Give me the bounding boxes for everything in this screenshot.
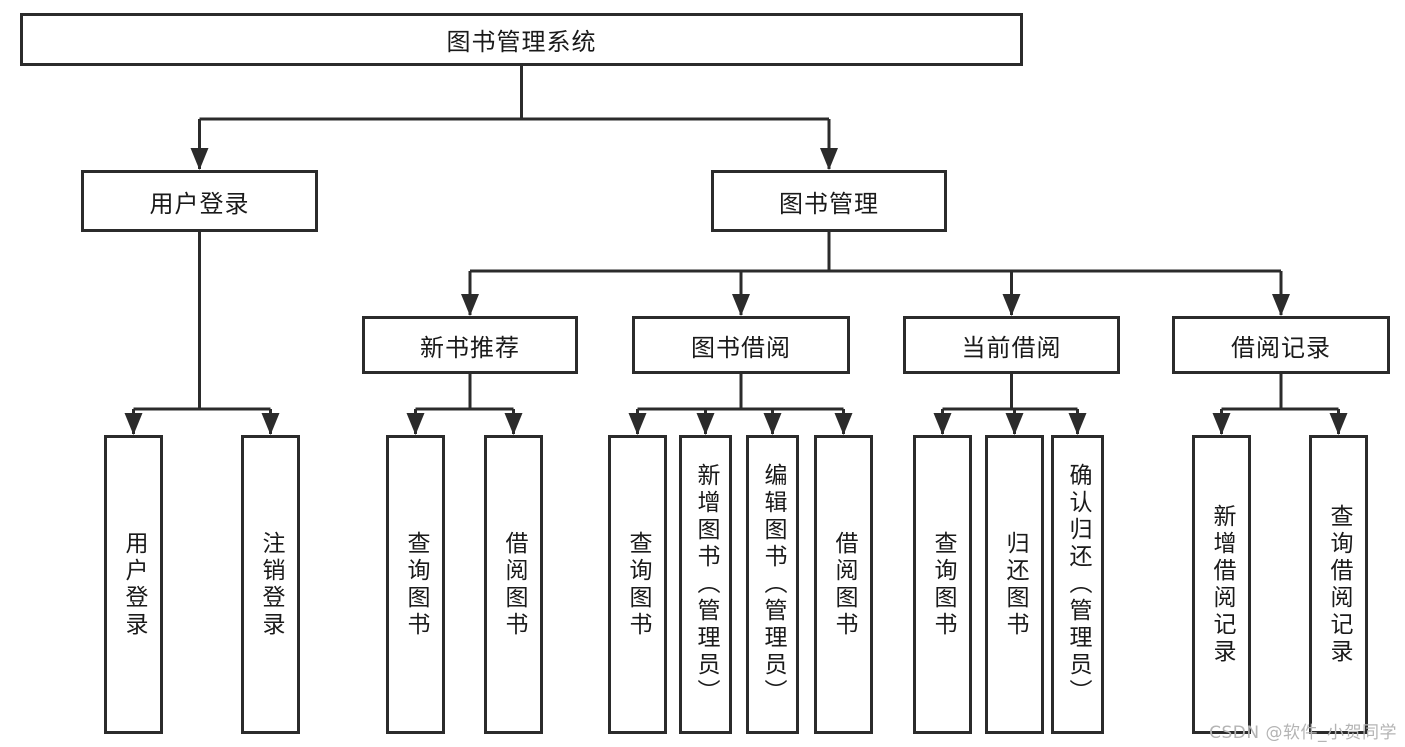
- node-box-leaf-edit-book[interactable]: [746, 435, 799, 734]
- node-box-borrow-record[interactable]: [1172, 316, 1390, 374]
- node-box-root[interactable]: [20, 13, 1023, 66]
- arrow-head-icon: [124, 413, 143, 435]
- watermark-text: CSDN @软件_小贺同学: [1209, 723, 1397, 743]
- arrow-head-icon: [628, 413, 647, 435]
- arrow-head-icon: [834, 413, 853, 435]
- node-box-leaf-query-book-2[interactable]: [608, 435, 667, 734]
- boxes-layer: [20, 13, 1390, 734]
- arrow-head-icon: [190, 148, 209, 170]
- node-box-user-login[interactable]: [81, 170, 318, 232]
- arrow-head-icon: [1068, 413, 1087, 435]
- node-box-leaf-logout[interactable]: [241, 435, 300, 734]
- node-box-book-borrow[interactable]: [632, 316, 850, 374]
- connectors-layer: [124, 66, 1348, 435]
- arrow-head-icon: [461, 294, 479, 316]
- arrow-head-icon: [1005, 413, 1024, 435]
- arrow-head-icon: [406, 413, 425, 435]
- arrow-head-icon: [1329, 413, 1348, 435]
- node-box-book-manage[interactable]: [711, 170, 947, 232]
- node-box-leaf-user-login[interactable]: [104, 435, 163, 734]
- arrow-head-icon: [1002, 294, 1021, 316]
- node-box-leaf-query-book-3[interactable]: [913, 435, 972, 734]
- node-box-leaf-add-book[interactable]: [679, 435, 732, 734]
- arrow-head-icon: [820, 148, 838, 170]
- node-box-leaf-borrow-book-1[interactable]: [484, 435, 543, 734]
- node-box-leaf-query-record[interactable]: [1309, 435, 1368, 734]
- node-box-leaf-borrow-book-2[interactable]: [814, 435, 873, 734]
- node-box-leaf-add-record[interactable]: [1192, 435, 1251, 734]
- arrow-head-icon: [1212, 413, 1231, 435]
- arrow-head-icon: [696, 413, 715, 435]
- arrow-head-icon: [933, 413, 952, 435]
- node-box-leaf-query-book-1[interactable]: [386, 435, 445, 734]
- arrow-head-icon: [261, 413, 280, 435]
- arrow-head-icon: [763, 413, 782, 435]
- arrow-head-icon: [1272, 294, 1290, 316]
- arrow-head-icon: [732, 294, 750, 316]
- node-box-leaf-confirm-return[interactable]: [1051, 435, 1104, 734]
- arrow-head-icon: [504, 413, 523, 435]
- node-box-new-book-recommend[interactable]: [362, 316, 578, 374]
- node-box-current-borrow[interactable]: [903, 316, 1120, 374]
- node-box-leaf-return-book[interactable]: [985, 435, 1044, 734]
